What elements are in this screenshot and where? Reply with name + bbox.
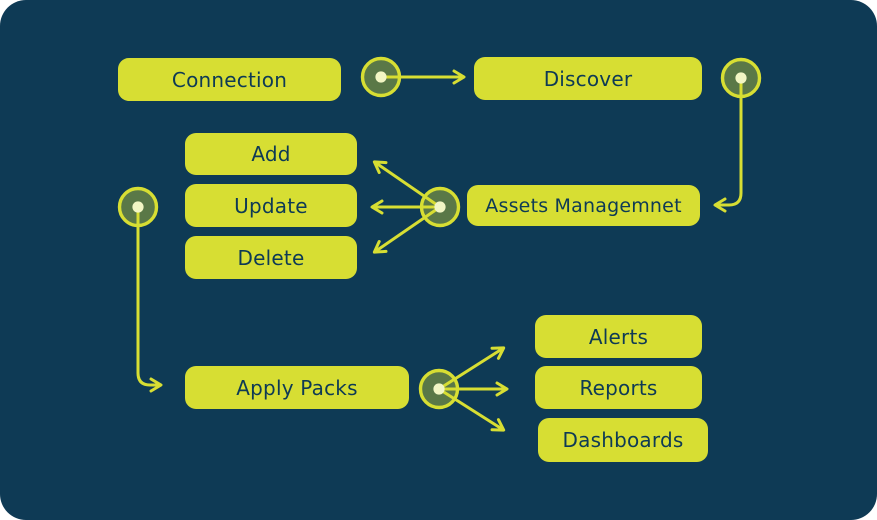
box-update: Update <box>185 184 357 227</box>
box-apply-packs: Apply Packs <box>185 366 409 409</box>
flow-dot-connection <box>360 56 402 98</box>
box-reports: Reports <box>535 366 702 409</box>
edge-apply-to-dashboards <box>437 387 506 432</box>
box-dashboards: Dashboards <box>538 418 708 462</box>
flow-dot-apply-packs <box>418 368 460 410</box>
flow-dot-assets <box>419 186 461 228</box>
edge-discover-to-assets <box>713 76 743 213</box>
box-alerts: Alerts <box>535 315 702 358</box>
box-delete: Delete <box>185 236 357 279</box>
box-add: Add <box>185 133 357 175</box>
flow-dot-group <box>117 186 159 228</box>
box-assets-management: Assets Managemnet <box>467 185 700 226</box>
flow-dot-discover <box>720 57 762 99</box>
edge-assets-to-delete <box>372 205 442 254</box>
edge-assets-to-add <box>372 160 442 209</box>
edge-group-to-apply-packs <box>136 205 163 393</box>
edge-apply-to-alerts <box>437 346 506 391</box>
box-discover: Discover <box>474 57 702 100</box>
box-connection: Connection <box>118 58 341 101</box>
